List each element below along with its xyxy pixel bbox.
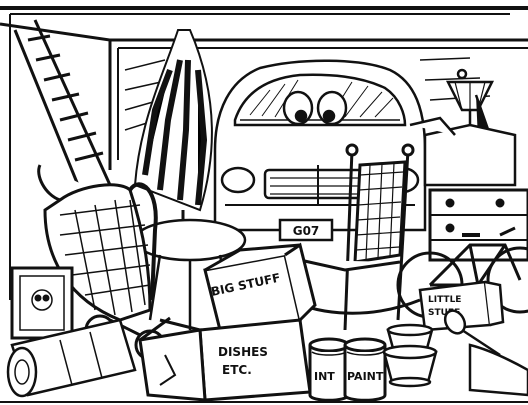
dishes-label-line1: DISHES xyxy=(218,345,268,359)
dishes-label-line2: ETC. xyxy=(222,363,252,377)
paint-can-right: PAINT xyxy=(343,337,387,402)
paint-can-left: INT xyxy=(308,337,350,402)
flower-pots xyxy=(382,323,438,388)
watering-can xyxy=(443,309,528,397)
framed-picture xyxy=(10,266,74,340)
chair-weave xyxy=(355,162,404,261)
paint-can-left-label: INT xyxy=(314,370,335,383)
big-stuff-box: BIG STUFF xyxy=(203,242,317,340)
little-stuff-label-line1: LITTLE xyxy=(428,295,461,305)
little-stuff-box: LITTLE STUFF xyxy=(418,280,505,332)
stroller-plaid xyxy=(59,199,151,316)
license-plate: G07 xyxy=(278,218,334,242)
little-stuff-label-line2: STUFF xyxy=(428,308,460,318)
dishes-box: DISHES ETC. xyxy=(138,316,312,402)
stacked-boxes-right xyxy=(409,116,517,187)
rolled-rug xyxy=(6,318,137,398)
ladder xyxy=(13,19,112,191)
license-plate-text: G07 xyxy=(293,224,320,238)
paint-can-right-label: PAINT xyxy=(347,370,384,383)
patio-umbrella xyxy=(133,29,213,240)
